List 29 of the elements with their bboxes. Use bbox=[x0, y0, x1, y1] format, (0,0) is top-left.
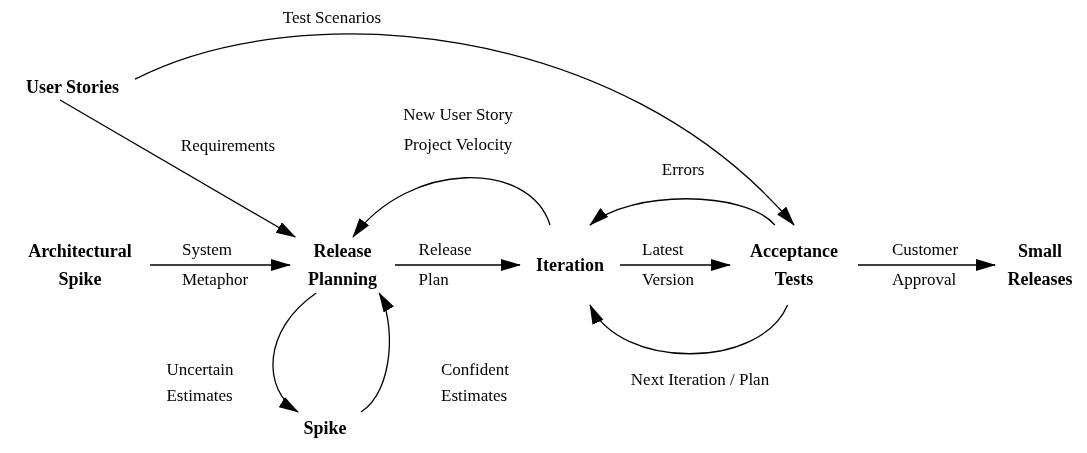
edge-label: Latest Version bbox=[642, 239, 694, 291]
arrow bbox=[149, 259, 291, 271]
edge-label: Next Iteration / Plan bbox=[630, 369, 770, 391]
node-label: Architectural Spike bbox=[27, 240, 133, 291]
edge-label: Customer Approval bbox=[891, 239, 959, 291]
node-label: Acceptance Tests bbox=[749, 240, 839, 291]
arrow bbox=[589, 198, 776, 226]
edge-label: Release Plan bbox=[418, 239, 472, 291]
arrow bbox=[360, 292, 393, 413]
arrow bbox=[59, 99, 297, 238]
node-label: Small Releases bbox=[1006, 240, 1074, 291]
edge-label: Confident Estimates bbox=[441, 359, 509, 407]
edge-label: Test Scenarios bbox=[282, 7, 382, 29]
edge-label: New User Story Project Velocity bbox=[402, 104, 514, 156]
node-label: Release Planning bbox=[307, 240, 378, 291]
arrow bbox=[619, 259, 731, 271]
arrow bbox=[134, 33, 795, 226]
edge-label: Requirements bbox=[180, 135, 276, 157]
edge-label: System Metaphor bbox=[181, 239, 249, 291]
node-label: Spike bbox=[303, 417, 347, 440]
node-label: User Stories bbox=[25, 76, 120, 99]
node-label: Iteration bbox=[536, 254, 604, 277]
arrow bbox=[272, 292, 317, 413]
arrow bbox=[352, 177, 551, 238]
arrow bbox=[589, 304, 789, 355]
arrow bbox=[857, 259, 996, 271]
arrow bbox=[394, 259, 521, 271]
edge-label: Errors bbox=[661, 159, 705, 181]
edge-label: Uncertain Estimates bbox=[166, 359, 234, 407]
